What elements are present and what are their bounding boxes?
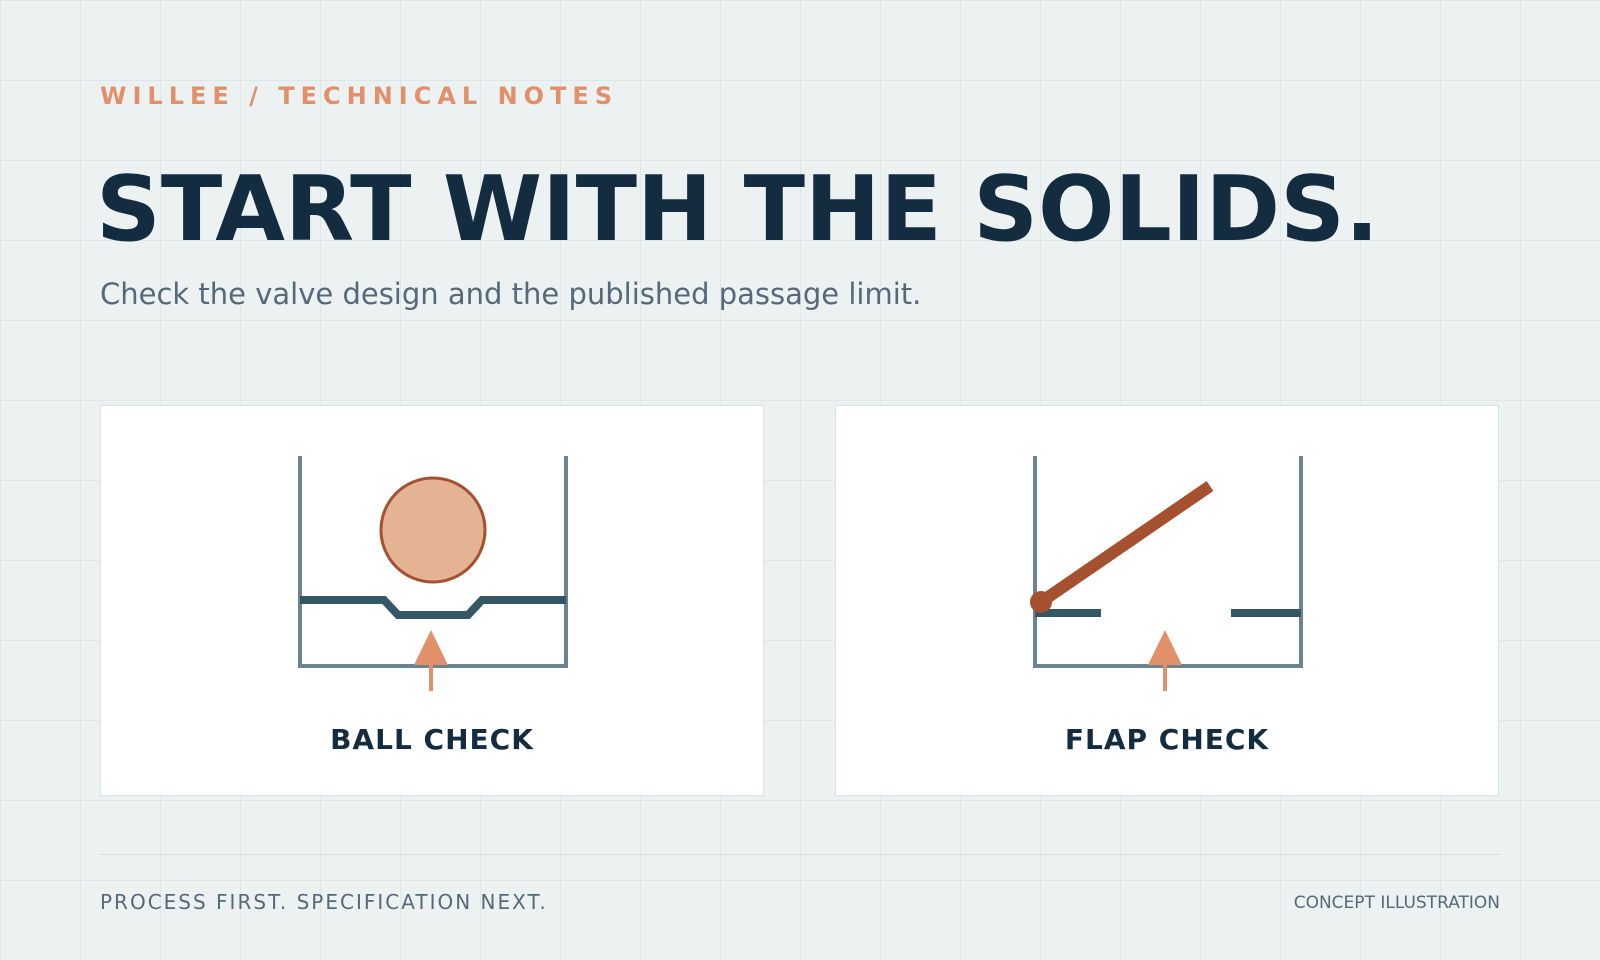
ball-check-label: BALL CHECK [330,723,534,756]
flap-hinge [1030,591,1052,613]
flow-arrow-icon [414,630,448,665]
flow-arrow-icon [1148,630,1182,665]
eyebrow-label: WILLEE / TECHNICAL NOTES [100,82,619,110]
check-flap [1037,481,1214,607]
ball-check-valve-icon [298,456,568,691]
ball-check-card: BALL CHECK [100,405,764,796]
footer-tagline: PROCESS FIRST. SPECIFICATION NEXT. [100,890,548,914]
flap-check-card: FLAP CHECK [835,405,1499,796]
page-title: START WITH THE SOLIDS. [96,157,1380,262]
valve-housing [1033,456,1303,668]
valve-seat [300,596,566,619]
page-subtitle: Check the valve design and the published… [100,277,922,311]
check-ball [379,476,487,584]
footer-note: CONCEPT ILLUSTRATION [1293,893,1500,913]
flap-check-valve-icon [1030,456,1303,691]
footer-divider [100,854,1500,855]
flap-check-label: FLAP CHECK [1064,723,1270,756]
